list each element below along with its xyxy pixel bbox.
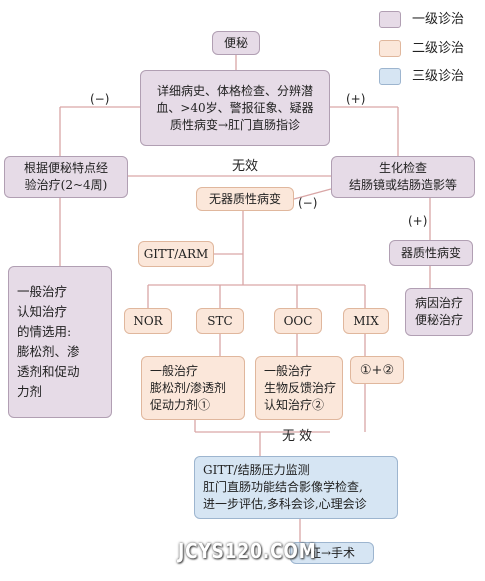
node-etiology-treatment: 病因治疗 便秘治疗	[405, 288, 473, 336]
legend-swatch-level1	[379, 11, 401, 28]
node-mix: MIX	[343, 308, 389, 334]
label-ineffective-bottom: 无 效	[282, 429, 313, 444]
node-gitt-arm: GITT/ARM	[138, 241, 214, 267]
label-negative-mid: (−)	[298, 196, 318, 210]
node-stc-treatment: 一般治疗 膨松剂/渗透剂 促动力剂①	[141, 356, 245, 420]
label-negative-left: (−)	[90, 92, 110, 106]
node-history: 详细病史、体格检查、分辨潜 血、>40岁、警报征象、疑器 质性病变→肛门直肠指诊	[140, 70, 330, 146]
node-gitt-monitoring: GITT/结肠压力监测 肛门直肠功能结合影像学检查, 进一步评估,多科会诊,心理…	[194, 456, 398, 519]
node-ooc-treatment: 一般治疗 生物反馈治疗 认知治疗②	[255, 356, 343, 420]
legend-swatch-level3	[379, 68, 401, 85]
node-biochem-exam: 生化检查 结肠镜或结肠造影等	[331, 156, 475, 198]
legend-label-level2: 二级诊治	[412, 41, 465, 56]
legend-swatch-level2	[379, 40, 401, 57]
legend-label-level3: 三级诊治	[412, 69, 465, 84]
legend-label-level1: 一级诊治	[412, 12, 465, 27]
node-organic-disease: 器质性病变	[389, 240, 473, 266]
node-surgery: 征→手术	[290, 542, 374, 564]
node-empirical-treatment: 根据便秘特点经 验治疗(2~4周)	[4, 156, 128, 198]
label-positive-mid: (+)	[408, 214, 428, 228]
node-general-treatment-left: 一般治疗 认知治疗 的情选用: 膨松剂、渗 透剂和促动 力剂	[8, 266, 112, 418]
node-constipation: 便秘	[212, 31, 260, 55]
label-ineffective-top: 无效	[232, 159, 259, 174]
node-mix-treatment: ①+②	[350, 356, 404, 384]
node-no-organic-disease: 无器质性病变	[196, 187, 294, 211]
watermark-text: JCYS120.COM	[178, 539, 317, 563]
label-positive-right: (+)	[346, 92, 366, 106]
node-ooc: OOC	[274, 308, 322, 334]
node-stc: STC	[196, 308, 244, 334]
node-nor: NOR	[124, 308, 172, 334]
